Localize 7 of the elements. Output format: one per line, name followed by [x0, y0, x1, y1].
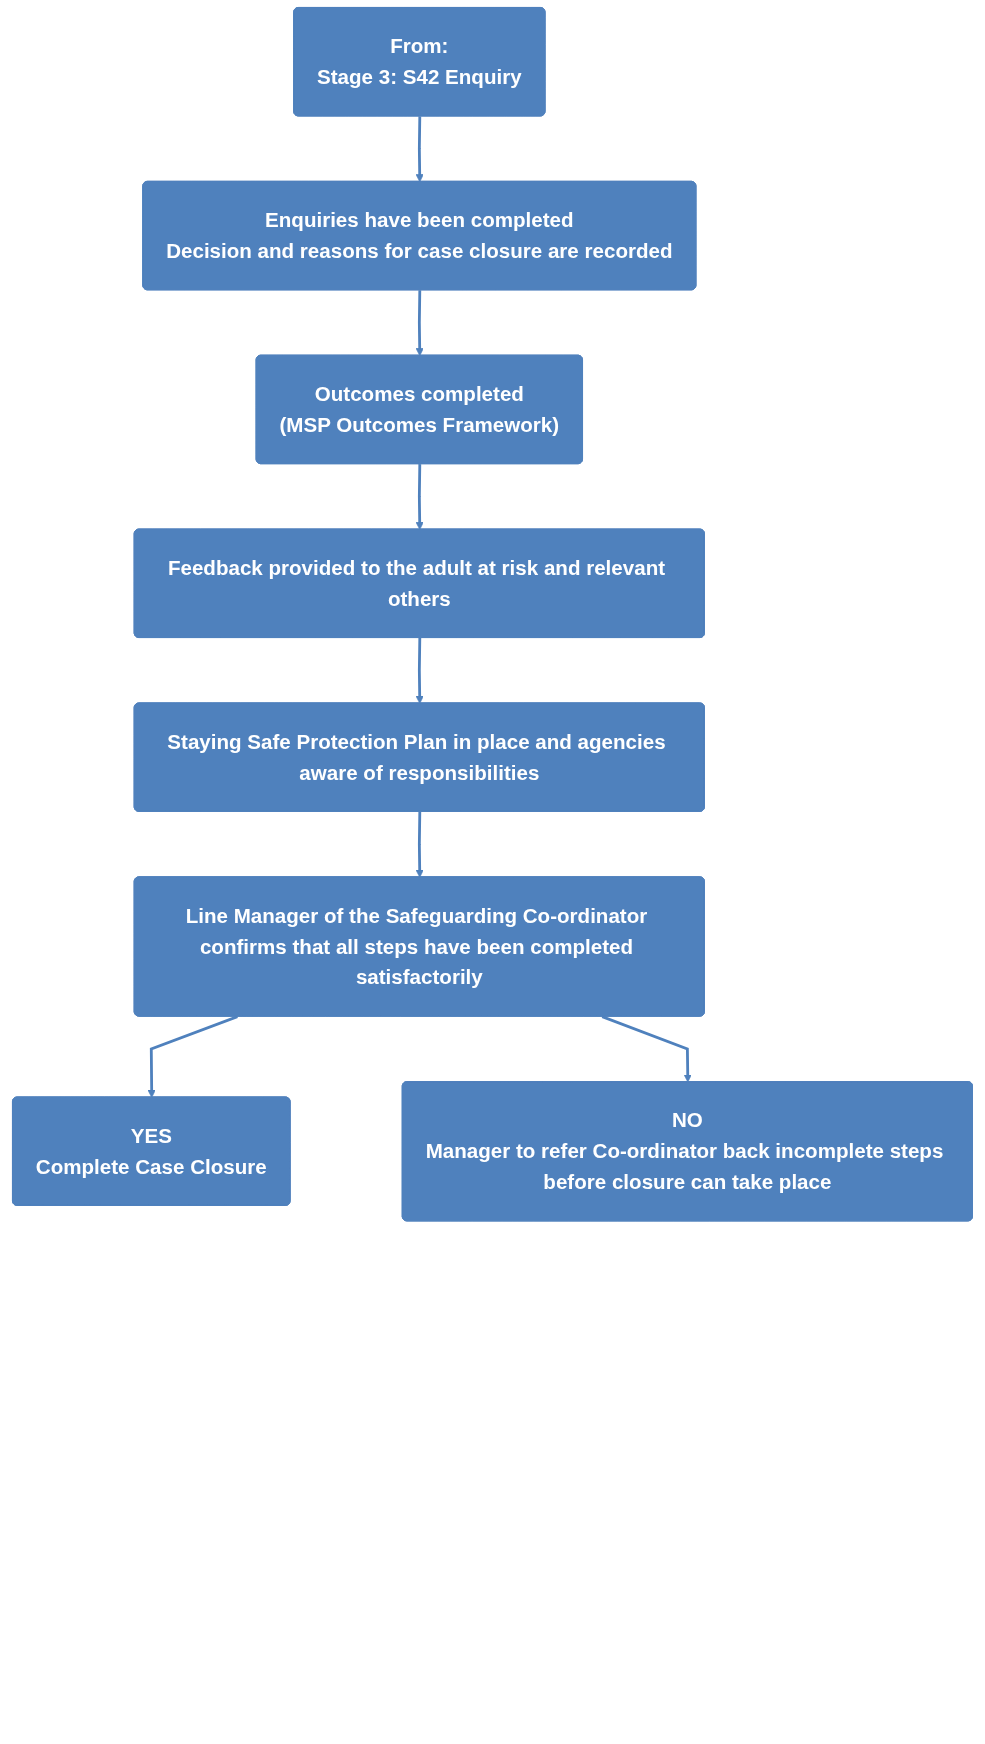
arrow [415, 638, 424, 704]
arrow [601, 1015, 692, 1083]
arrow [415, 290, 424, 357]
arrow [415, 116, 424, 183]
arrow [147, 1015, 238, 1098]
arrow [415, 811, 424, 878]
arrow [415, 464, 424, 530]
